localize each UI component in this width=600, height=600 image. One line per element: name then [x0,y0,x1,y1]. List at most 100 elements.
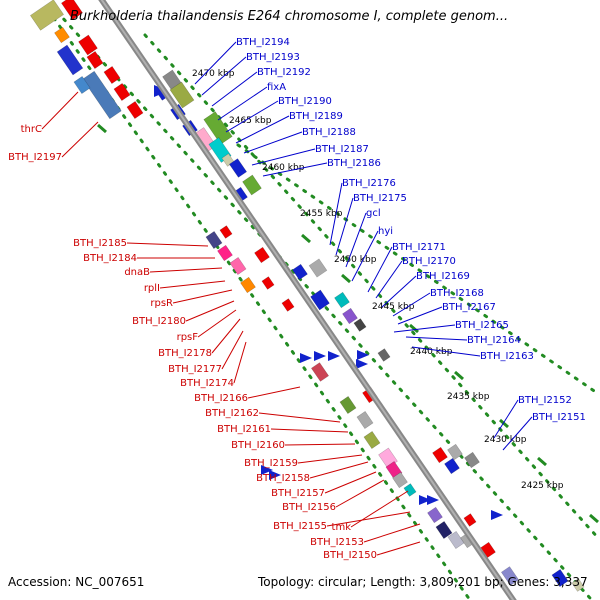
gene-feature [403,483,417,497]
gene-feature [292,263,308,281]
reverse-gene-label: thrC [21,124,42,135]
reverse-label-line [350,490,409,528]
reverse-label-line [297,454,363,464]
forward-gene-label: BTH_I2188 [302,127,356,138]
genome-info-text: Topology: circular; Length: 3,809,201 bp… [258,575,588,589]
forward-gene-label: BTH_I2186 [327,158,381,169]
forward-gene-label: BTH_I2193 [246,52,300,63]
gene-feature [432,446,448,464]
forward-gene-label: BTH_I2189 [289,111,343,122]
scale-label: 2425 kbp [521,481,564,491]
forward-label-line [393,324,456,333]
scale-tick [409,323,419,334]
forward-arrow [419,495,431,505]
scale-tick [499,418,509,429]
forward-label-line [345,212,367,268]
forward-label-line [262,162,328,177]
gene-feature [254,246,270,264]
reverse-gene-label: BTH_I2185 [73,238,127,249]
forward-label-line [329,182,343,246]
gene-feature [229,257,247,275]
gene-feature [203,111,233,145]
gene-feature [464,451,480,469]
gene-feature [86,51,104,69]
gene-feature [363,431,381,449]
reverse-gene-label: BTH_I2180 [132,316,186,327]
reverse-label-line [376,541,421,556]
reverse-gene-label: BTH_I2197 [8,152,62,163]
reverse-label-line [41,91,79,130]
reverse-label-line [172,289,233,304]
reverse-label-line [326,511,411,527]
reverse-gene-label: BTH_I2162 [205,408,259,419]
gene-feature [308,258,328,278]
reverse-label-line [197,309,237,338]
forward-gene-label: BTH_I2194 [236,37,290,48]
gene-feature [240,276,256,294]
gene-features [30,0,585,592]
forward-gene-label: BTH_I2163 [480,351,534,362]
forward-label-line [225,100,279,133]
reverse-gene-label: BTH_I2174 [180,378,234,389]
gene-feature [392,471,408,489]
reverse-label-line [221,330,244,370]
reverse-gene-label: tmk [332,522,352,533]
scale-tick [97,123,107,134]
gene-feature [353,318,367,332]
forward-label-line [397,306,443,325]
gene-feature [61,0,83,20]
forward-gene-label: BTH_I2175 [353,193,407,204]
forward-gene-label: fixA [267,82,286,93]
forward-arrow [491,510,503,520]
reverse-label-line [185,300,235,322]
forward-arrow [154,87,166,97]
forward-label-line [392,292,431,317]
reverse-label-line [211,318,241,354]
reverse-gene-label: BTH_I2155 [273,521,327,532]
scale-label: 2455 kbp [300,209,343,219]
reverse-label-line [61,121,99,158]
gene-feature [205,231,223,249]
reverse-gene-label: BTH_I2156 [282,502,336,513]
reverse-gene-label: BTH_I2177 [168,364,222,375]
forward-label-line [194,41,237,85]
forward-label-line [493,399,519,439]
reverse-label-line [126,242,209,247]
forward-gene-label: hyi [378,226,393,237]
reverse-label-line [363,523,421,543]
gene-feature [56,44,84,76]
reverse-gene-label: BTH_I2159 [244,458,298,469]
gene-feature [281,298,295,312]
forward-label-line [335,197,354,256]
gene-feature [103,66,121,84]
reverse-label-line [335,479,385,508]
reverse-gene-label: rplI [144,283,160,294]
reverse-label-line [159,280,226,289]
forward-gene-label: BTH_I2171 [392,242,446,253]
reverse-label-line [233,341,247,384]
scale-tick [341,273,351,284]
forward-gene-label: BTH_I2170 [402,256,456,267]
forward-gene-label: BTH_I2192 [257,67,311,78]
scale-label: 2435 kbp [447,392,490,402]
forward-arrow [356,359,368,369]
forward-arrow [261,465,273,475]
gene-feature [30,0,64,31]
gene-feature [169,81,195,109]
gene-feature [54,26,70,44]
reverse-label-line [284,443,356,446]
gene-feature [217,244,233,262]
forward-gene-label: BTH_I2151 [532,412,586,423]
forward-label-line [502,416,533,451]
forward-label-line [201,56,247,96]
genome-backbone-highlight [100,0,515,600]
backbone [98,0,517,600]
forward-label-line [251,148,316,166]
reverse-gene-label: BTH_I2161 [217,424,271,435]
reverse-label-line [258,412,341,423]
dotted-guide [143,33,600,542]
dotted-guide [236,143,600,397]
reverse-gene-label: BTH_I2160 [231,440,285,451]
forward-label-line [217,86,268,121]
gene-feature [73,76,91,94]
